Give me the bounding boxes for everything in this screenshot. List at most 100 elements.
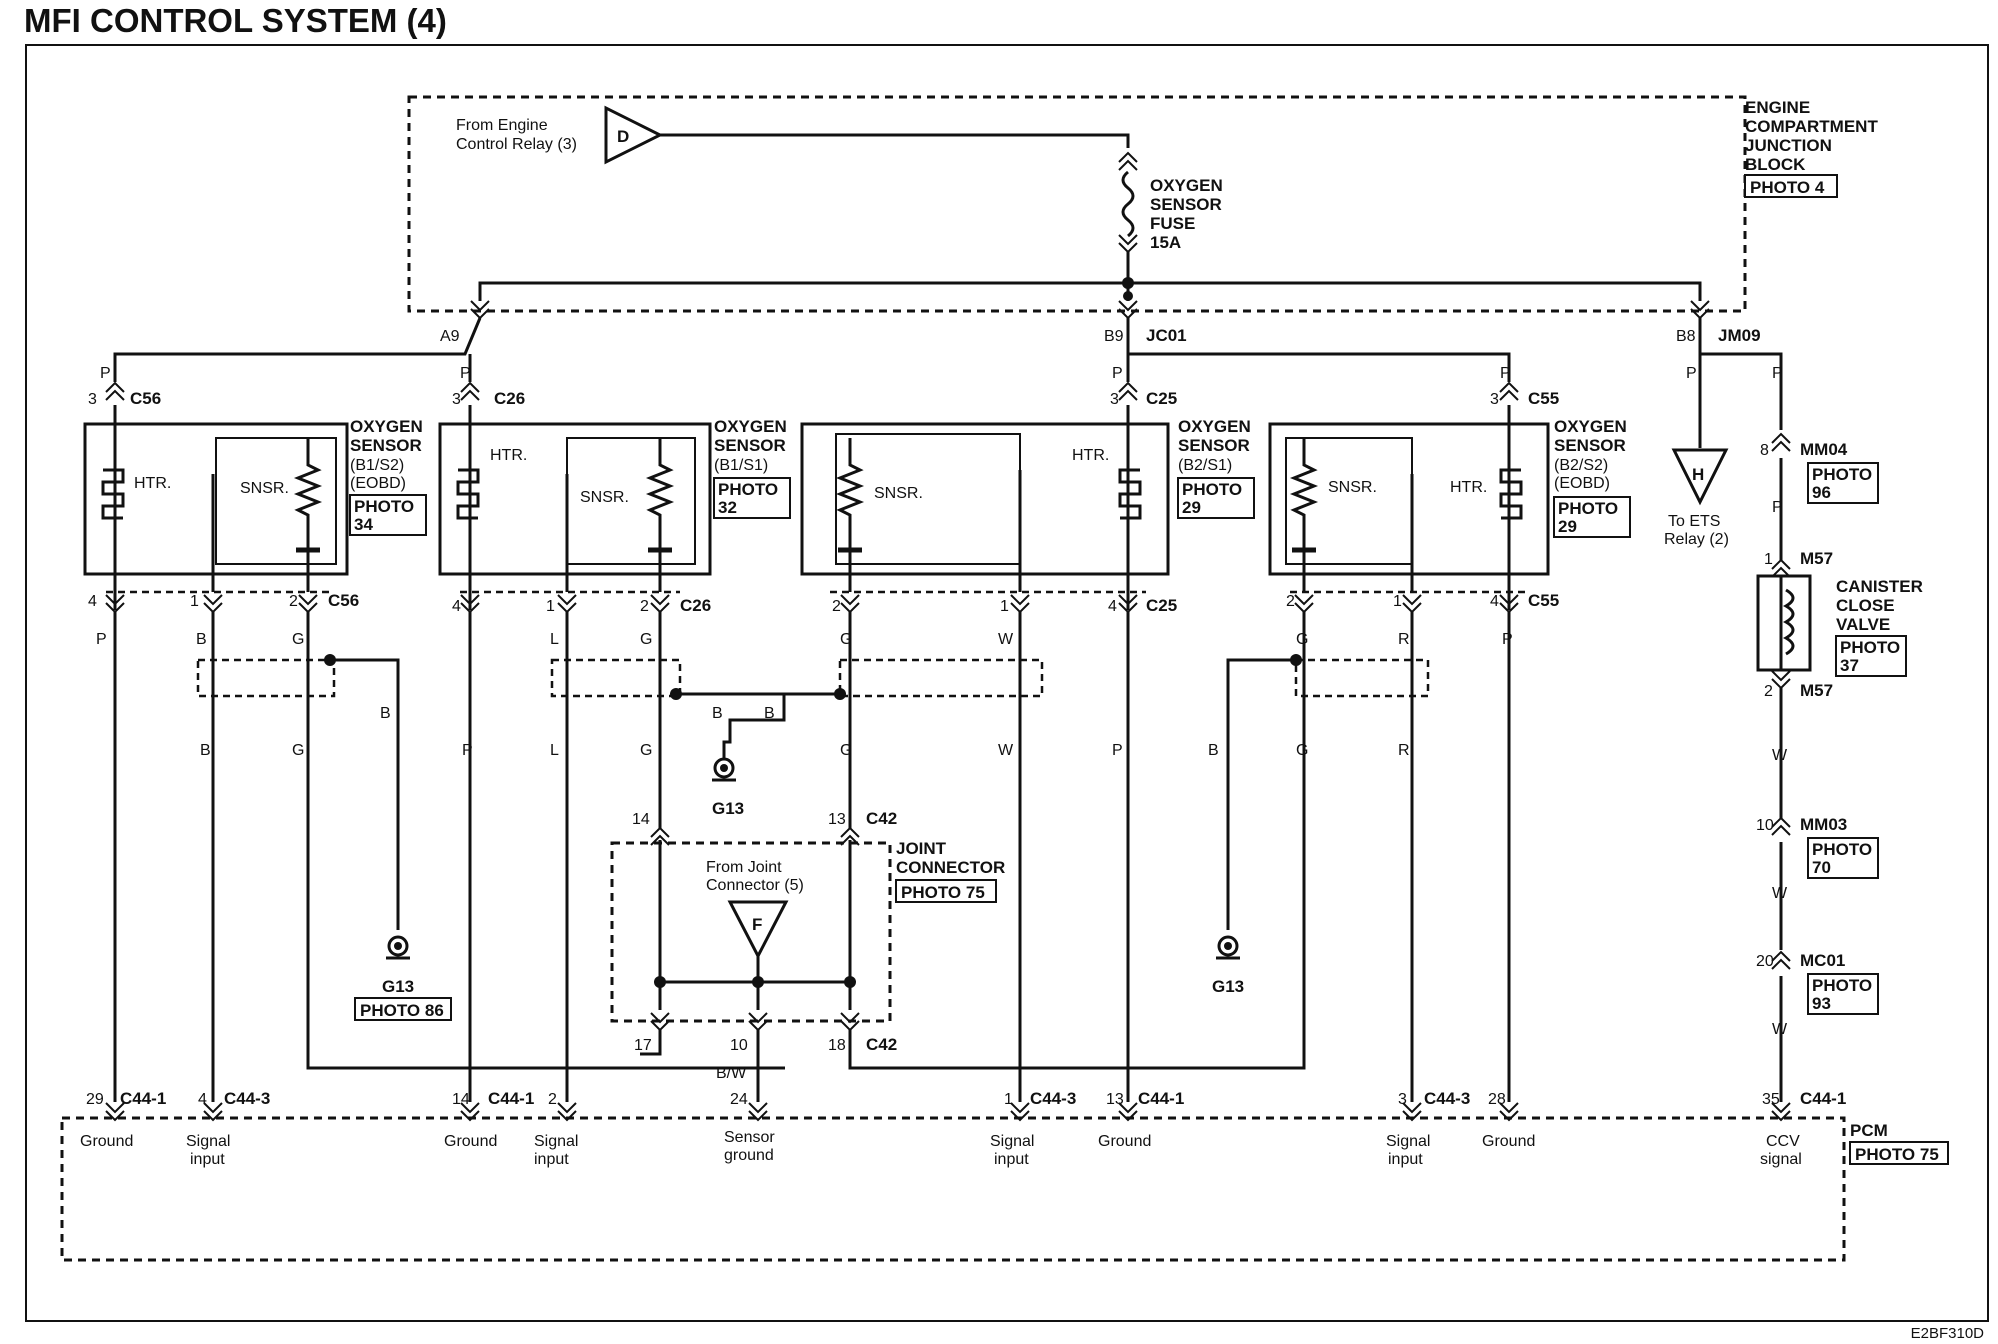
joint-pin-10: 10 [730, 1037, 748, 1054]
svg-text:W: W [1772, 1021, 1788, 1038]
mm04-label: MM04 [1800, 440, 1848, 459]
joint-label-line2: CONNECTOR [896, 858, 1005, 877]
svg-text:P: P [1772, 365, 1783, 382]
svg-text:P: P [460, 365, 471, 382]
svg-text:G: G [292, 742, 304, 759]
fuse-label-line3: FUSE [1150, 214, 1195, 233]
sensor1-title-line2: SENSOR [350, 436, 422, 455]
junction-block-label-line2: COMPARTMENT [1745, 117, 1878, 136]
ground-g13-center-label: G13 [712, 799, 744, 818]
ets-letter: H [1692, 465, 1704, 484]
sensor2-title-line1: OXYGEN [714, 417, 787, 436]
sensor4-top-conn: C55 [1528, 389, 1559, 408]
sensor2-photo-line2: 32 [718, 498, 737, 517]
ccv-label-line1: CANISTER [1836, 577, 1923, 596]
sensor4-photo-line1: PHOTO [1558, 499, 1618, 518]
pcm-label: PCM [1850, 1121, 1888, 1140]
oxygen-sensor-b2s1: 3 C25 HTR. SNSR. OXYGEN SENSOR (B2/S1) P… [800, 389, 1255, 610]
svg-text:P: P [1112, 742, 1123, 759]
pcm-pin-14-conn: C44-1 [488, 1089, 534, 1108]
ground-g13-left-label: G13 [382, 977, 414, 996]
pcm-pin-35-conn: C44-1 [1800, 1089, 1846, 1108]
junction-block-label-line4: BLOCK [1745, 155, 1806, 174]
sensor2-snsr-label: SNSR. [580, 489, 629, 506]
joint-pin-14: 14 [632, 811, 650, 828]
mm04-photo-line1: PHOTO [1812, 465, 1872, 484]
ground-g13-photo: PHOTO 86 [360, 1001, 444, 1020]
pcm-func-sensor-ground-b: ground [724, 1147, 774, 1164]
canister-close-valve-body [1756, 574, 1812, 672]
mm03-photo-line1: PHOTO [1812, 840, 1872, 859]
sensor1-title-line3: (B1/S2) [350, 457, 404, 474]
pcm-func-signal-2a: Signal [534, 1133, 578, 1150]
ccv-label-line3: VALVE [1836, 615, 1890, 634]
junction-block-label-line1: ENGINE [1745, 98, 1810, 117]
sensor2-photo-line1: PHOTO [718, 480, 778, 499]
sensor2-top-conn: C26 [494, 389, 525, 408]
svg-text:B: B [380, 705, 391, 722]
ets-line2: Relay (2) [1664, 531, 1729, 548]
fuse-label-line2: SENSOR [1150, 195, 1222, 214]
svg-text:G: G [1296, 742, 1308, 759]
canister-close-valve-circuit: P 8 MM04 PHOTO 96 P 1 M57 CANISTER CLOSE… [1756, 365, 1923, 1102]
connector-d-letter: D [617, 127, 629, 146]
sensor1-bot-conn: C56 [328, 591, 359, 610]
svg-text:W: W [998, 631, 1014, 648]
svg-text:B: B [1208, 742, 1219, 759]
sensor1-pin-b: 1 [190, 593, 199, 610]
m57-pin1: 1 [1764, 551, 1773, 568]
sensor2-pin-b: 1 [546, 598, 555, 615]
terminal-a9: A9 [440, 328, 460, 345]
fuse-label-line1: OXYGEN [1150, 176, 1223, 195]
sensor3-top-pin: 3 [1110, 391, 1119, 408]
svg-text:P: P [96, 631, 107, 648]
sensor4-photo-line2: 29 [1558, 517, 1577, 536]
sensor4-title-line3: (B2/S2) [1554, 457, 1608, 474]
terminal-b8: B8 [1676, 328, 1696, 345]
pcm-pin-13: 13 [1106, 1091, 1124, 1108]
svg-text:P: P [1772, 499, 1783, 516]
pcm-func-signal-4a: Signal [1386, 1133, 1430, 1150]
sensor3-photo-line2: 29 [1182, 498, 1201, 517]
engine-compartment-junction-block: From Engine Control Relay (3) D OXYGEN S… [407, 95, 1878, 313]
svg-text:B: B [200, 742, 211, 759]
pcm-pin-29-conn: C44-1 [120, 1089, 166, 1108]
terminal-jm09: JM09 [1718, 326, 1761, 345]
pcm-pin-28: 28 [1488, 1091, 1506, 1108]
pcm-func-ground-3: Ground [1098, 1133, 1151, 1150]
mc01-pin: 20 [1756, 953, 1774, 970]
joint-f-triangle [727, 900, 789, 960]
pcm-func-sensor-ground-a: Sensor [724, 1129, 775, 1146]
sensor4-title-line2: SENSOR [1554, 436, 1626, 455]
oxygen-sensor-b2s2: 3 C55 HTR. SNSR. OXYGEN SENSOR (B2/S2) (… [1268, 389, 1631, 610]
joint-label-line1: JOINT [896, 839, 947, 858]
joint-photo: PHOTO 75 [901, 883, 985, 902]
mm03-label: MM03 [1800, 815, 1847, 834]
mc01-label: MC01 [1800, 951, 1845, 970]
pcm-func-signal-4b: input [1388, 1151, 1423, 1168]
sensor4-snsr-label: SNSR. [1328, 479, 1377, 496]
shield-1 [196, 658, 336, 698]
connector-d-triangle [604, 105, 664, 165]
sensor2-bot-conn: C26 [680, 596, 711, 615]
sensor4-title-line4: (EOBD) [1554, 475, 1610, 492]
shield-2 [550, 658, 682, 698]
sensor3-top-conn: C25 [1146, 389, 1177, 408]
svg-text:P: P [1500, 365, 1511, 382]
svg-text:L: L [550, 742, 559, 759]
pcm-func-ground-2: Ground [444, 1133, 497, 1150]
svg-text:G: G [640, 631, 652, 648]
pcm-block: PCM PHOTO 75 [60, 1116, 1949, 1262]
pcm-pin-1: 1 [1004, 1091, 1013, 1108]
mm04-pin: 8 [1760, 442, 1769, 459]
svg-text:W: W [998, 742, 1014, 759]
pcm-func-signal-3a: Signal [990, 1133, 1034, 1150]
ground-g13-left [384, 935, 412, 960]
sensor1-photo-line1: PHOTO [354, 497, 414, 516]
svg-text:P: P [462, 742, 473, 759]
sensor1-title-line4: (EOBD) [350, 475, 406, 492]
pcm-pin-4: 4 [198, 1091, 207, 1108]
sensor1-pin-c: 2 [289, 593, 298, 610]
sensor1-snsr-label: SNSR. [240, 480, 289, 497]
